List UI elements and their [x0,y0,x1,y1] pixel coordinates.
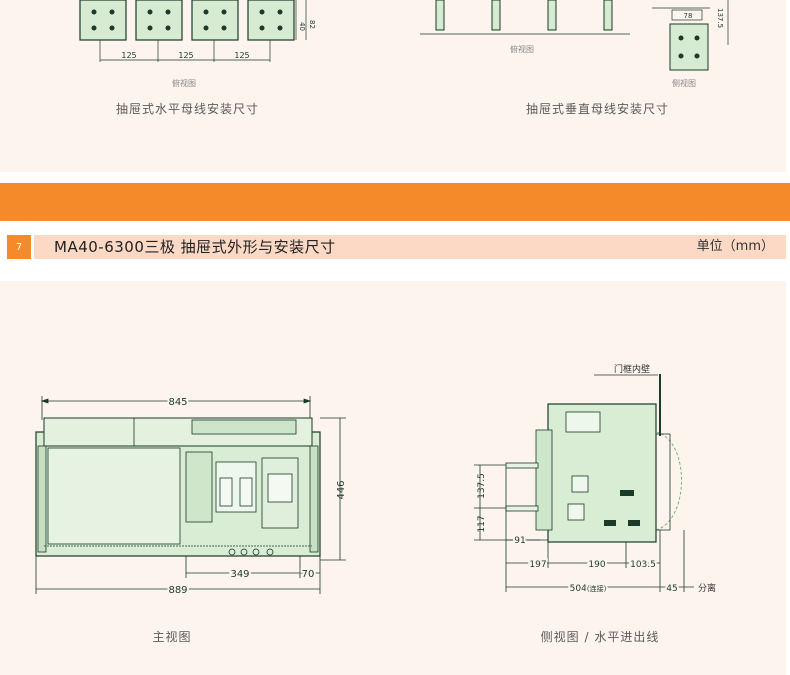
dim-91: 91 [514,536,525,546]
front-view-drawing: 845 446 349 70 889 [35,395,347,595]
dim-197: 197 [529,560,546,570]
side-view-caption: 侧视图 / 水平进出线 [540,630,660,644]
terminal-block-2 [135,0,183,41]
right-top-view-label: 俯视图 [510,45,534,54]
unit-label: 单位（mm） [696,239,774,254]
section-number-badge: 7 [7,235,31,259]
dim-spacing-2: 125 [178,51,193,60]
vertical-busbar-views: 78 137.5 [420,0,729,71]
dim-width-78: 78 [684,12,693,20]
side-view-drawing: 门框内壁 137.5 117 91 197 190 103.5 504(连接) … [474,363,716,596]
dim-349: 349 [230,569,249,580]
horizontal-busbar-top-view: 125 125 125 40 82 [79,0,316,62]
dim-spacing-1: 125 [121,51,136,60]
terminal-block-4 [247,0,295,41]
section-title: MA40-6300三极 抽屉式外形与安装尺寸 [54,238,336,256]
separation-label: 分离 [698,582,716,594]
left-top-caption: 抽屉式水平母线安装尺寸 [115,102,259,116]
dim-504-note: (连接) [587,584,607,593]
dim-spacing-3: 125 [234,51,249,60]
front-view-caption: 主视图 [152,630,192,644]
dim-845: 845 [168,397,187,408]
left-top-view-label: 俯视图 [172,79,196,88]
door-frame-label: 门框内壁 [614,363,650,375]
control-module [185,451,213,523]
dim-103-5: 103.5 [630,560,656,570]
side-terminal-block [669,23,709,71]
terminal-block-1 [79,0,127,41]
right-top-caption: 抽屉式垂直母线安装尺寸 [525,102,669,116]
dim-504: 504(连接) [570,584,607,594]
section-title-bar: MA40-6300三极 抽屉式外形与安装尺寸 单位（mm） [34,235,786,259]
section-divider-band [0,183,790,221]
right-side-view-label: 侧视图 [672,79,696,88]
dim-137-5: 137.5 [477,473,487,499]
dim-889: 889 [168,585,187,595]
dim-190: 190 [588,560,605,570]
dim-70: 70 [302,569,315,580]
dim-height-137-5: 137.5 [716,8,724,28]
top-panel [0,0,786,172]
terminal-block-3 [191,0,239,41]
dim-45: 45 [666,584,677,594]
dim-446: 446 [336,480,347,499]
dim-h2: 82 [308,20,316,29]
dim-117: 117 [477,515,487,532]
dim-h1: 40 [298,22,306,31]
